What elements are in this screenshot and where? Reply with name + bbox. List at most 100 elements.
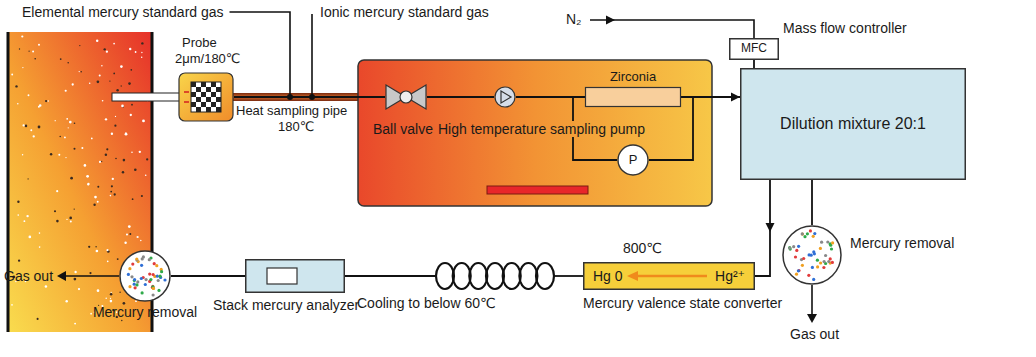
circle-part — [145, 278, 148, 281]
nitrogen-line — [590, 20, 754, 38]
circle-part — [70, 221, 72, 223]
probe-tube — [112, 93, 182, 101]
rect-part — [246, 260, 345, 293]
circle-part — [159, 275, 162, 278]
circle-part — [803, 235, 806, 238]
circle-part — [105, 297, 106, 298]
circle-part — [130, 69, 132, 71]
circle-part — [831, 261, 834, 264]
mercury-removal: Mercury removal — [119, 250, 171, 302]
circle-part — [110, 298, 111, 299]
sampling-pump: High temperature sampling pump — [494, 86, 516, 108]
circle-part — [17, 103, 19, 105]
dilution-box: Dilution mixture 20:1 — [740, 68, 966, 180]
exhaust-line — [64, 275, 119, 277]
circle-part — [69, 217, 72, 220]
circle-part — [141, 195, 143, 197]
circle-part — [106, 249, 108, 251]
circle-part — [47, 100, 49, 102]
rect-part — [267, 268, 297, 284]
circle-part — [130, 275, 133, 278]
circle-part — [105, 118, 107, 120]
circle-part — [121, 85, 122, 86]
ball-valve: Ball valve — [385, 83, 427, 111]
pipe-line — [427, 96, 494, 98]
node-text: Zirconia — [610, 70, 656, 85]
circle-part — [39, 232, 41, 234]
rect-part — [191, 102, 196, 107]
circle-part — [160, 270, 163, 273]
circle-part — [136, 280, 139, 283]
node-text: Probe — [182, 36, 217, 51]
circle-part — [107, 260, 109, 262]
circle-part — [826, 240, 829, 243]
pipe-connector — [171, 276, 245, 277]
node-text: Ball valve — [373, 121, 433, 137]
pipe-line — [755, 180, 770, 276]
circle-part — [34, 58, 36, 60]
rect-part — [191, 82, 196, 87]
circle-part — [807, 274, 810, 277]
circle-part — [133, 279, 136, 282]
rect-part — [201, 102, 206, 107]
circle-part — [128, 225, 131, 228]
circle-part — [132, 198, 134, 200]
circle-part — [495, 87, 515, 107]
circle-part — [135, 257, 138, 260]
circle-part — [153, 262, 156, 265]
exhaust-line — [811, 285, 813, 316]
mercury-removal-shape — [119, 250, 171, 302]
circle-part — [65, 300, 67, 302]
mass-flow-controller: MFCMass flow controller — [729, 38, 779, 60]
arrowhead — [57, 271, 66, 281]
circle-part — [144, 283, 147, 286]
circle-part — [55, 120, 56, 121]
circle-part — [50, 153, 52, 155]
rect-part — [179, 73, 233, 121]
circle-part — [39, 246, 41, 248]
sampling-pump-shape — [494, 86, 516, 108]
circle-part — [140, 277, 143, 280]
circle-part — [135, 283, 138, 286]
circle-part — [65, 90, 67, 92]
rect-part — [206, 97, 211, 102]
circle-part — [819, 261, 822, 264]
circle-part — [69, 121, 72, 124]
circle-part — [117, 258, 119, 260]
pipe-line — [345, 275, 435, 277]
circle-part — [22, 67, 23, 68]
circle-part — [829, 257, 832, 260]
circle-part — [65, 157, 66, 158]
node-text: High temperature sampling pump — [438, 121, 645, 137]
circle-part — [74, 271, 76, 273]
circle-part — [66, 219, 67, 220]
circle-part — [97, 186, 99, 188]
circle-part — [99, 75, 101, 77]
rect-part — [211, 102, 216, 107]
circle-part — [823, 260, 826, 263]
circle-part — [133, 283, 136, 286]
circle-part — [121, 105, 124, 108]
circle-part — [819, 247, 822, 250]
circle-part — [794, 255, 797, 258]
pipe-connector — [427, 97, 494, 98]
circle-part — [110, 300, 113, 303]
circle-part — [131, 104, 133, 106]
ellipse-part — [453, 263, 471, 289]
circle-part — [157, 289, 160, 292]
pipe-line — [234, 96, 385, 98]
pipe-connector — [681, 93, 740, 102]
probe-shape — [178, 72, 234, 122]
circle-part — [830, 247, 833, 250]
cooling-coil: Cooling to below 60℃ — [435, 262, 555, 290]
circle-part — [94, 196, 97, 199]
circle-part — [21, 35, 23, 37]
circle-part — [25, 125, 28, 128]
ellipse-part — [469, 263, 487, 289]
pipe-connector — [345, 276, 435, 277]
circle-part — [801, 233, 804, 236]
pressure-gauge: P — [617, 148, 649, 172]
circle-part — [56, 190, 58, 192]
